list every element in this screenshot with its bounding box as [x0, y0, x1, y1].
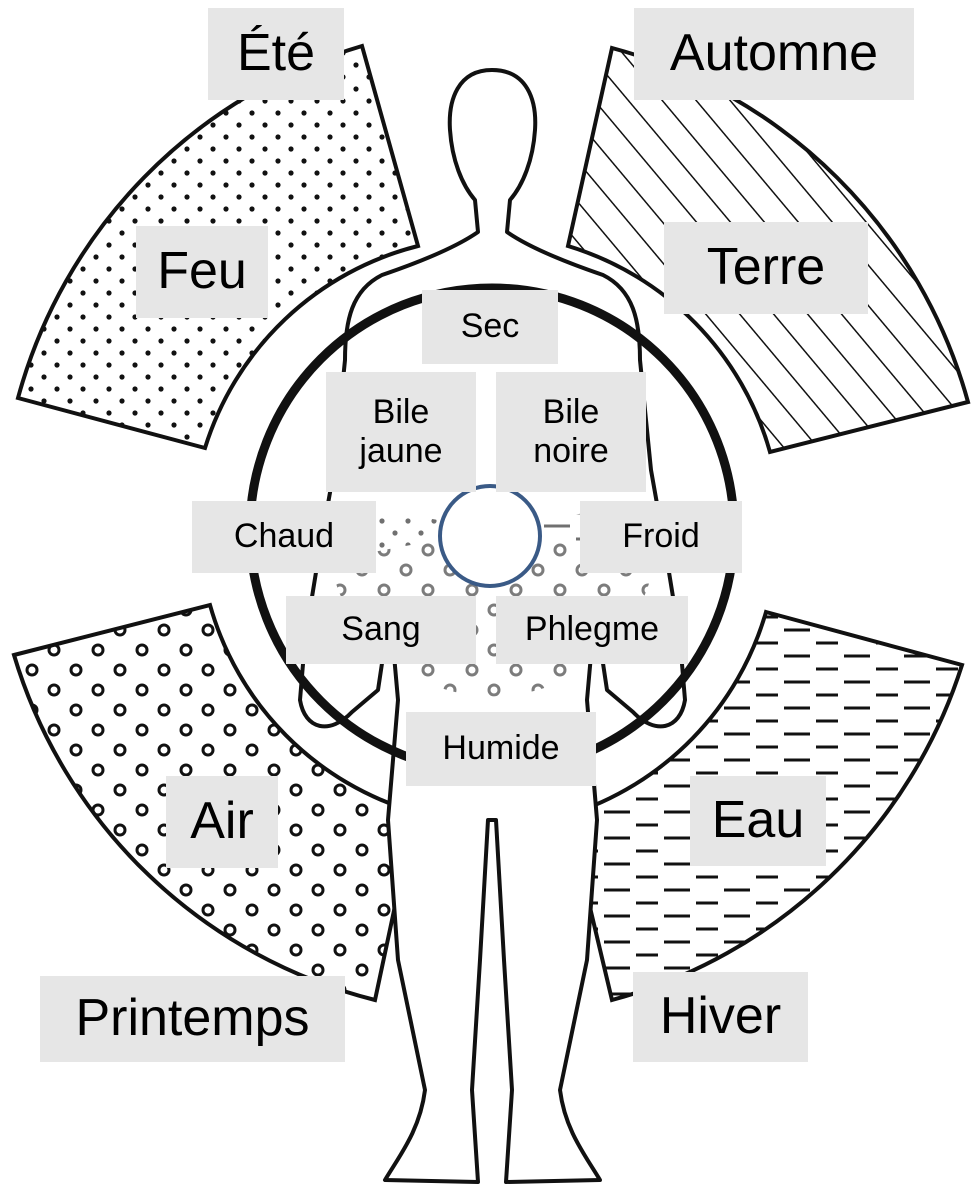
label-summer: Été	[208, 8, 344, 100]
center-circle	[440, 486, 540, 586]
label-water: Eau	[690, 776, 826, 866]
label-autumn: Automne	[634, 8, 914, 100]
label-spring: Printemps	[40, 976, 345, 1062]
label-blood: Sang	[286, 596, 476, 664]
label-yellow-bile-line1: Bile	[373, 393, 430, 432]
label-dry: Sec	[422, 290, 558, 364]
label-earth: Terre	[664, 222, 868, 314]
label-black-bile-line2: noire	[533, 432, 609, 471]
label-black-bile: Bile noire	[496, 372, 646, 492]
label-black-bile-line1: Bile	[543, 393, 600, 432]
label-cold: Froid	[580, 501, 742, 573]
label-hot: Chaud	[192, 501, 376, 573]
label-phlegm: Phlegme	[496, 596, 688, 664]
label-winter: Hiver	[633, 972, 808, 1062]
label-wet: Humide	[406, 712, 596, 786]
label-fire: Feu	[136, 226, 268, 318]
label-air: Air	[166, 776, 278, 868]
label-yellow-bile: Bile jaune	[326, 372, 476, 492]
label-yellow-bile-line2: jaune	[359, 432, 442, 471]
